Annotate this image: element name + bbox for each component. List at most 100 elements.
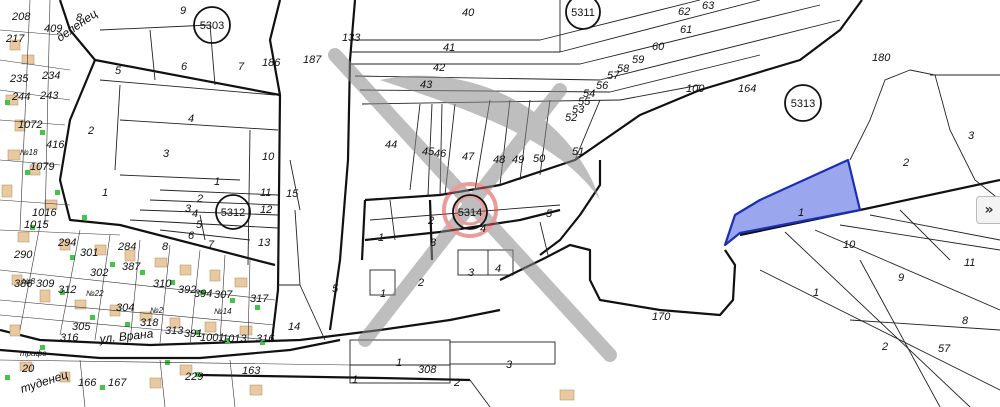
parcel-label: 55 [578,96,591,108]
parcel-label: 62 [678,6,690,18]
parcel-label: 10 [843,239,856,251]
parcel-label: 167 [108,377,127,389]
zone-label-5313: 5313 [791,98,815,110]
parcel-label: 42 [433,62,445,74]
parcel-label: 166 [78,377,97,389]
parcel-label: 310 [153,278,172,290]
parcel-label: 59 [632,54,644,66]
selected-parcel[interactable] [723,158,862,247]
zone-label-5312: 5312 [221,207,245,219]
parcel-label: 309 [36,278,54,290]
house-number-label: №2 [150,306,164,315]
parcel-label: 307 [214,289,233,301]
parcel-label: 1016 [32,207,57,219]
parcel-label: 1 [102,187,108,199]
parcel-label: 294 [57,237,76,249]
parcel-label: 305 [72,321,91,333]
parcel-label: 2 [196,193,203,205]
parcel-label: 2 [902,157,909,169]
parcel-label: 392 [178,284,196,296]
parcel-label: 235 [9,73,29,85]
zone-label-5311: 5311 [571,7,595,19]
parcel-label: 2 [881,341,888,353]
parcel-label: 49 [512,154,524,166]
parcel-label: 3 [163,148,170,160]
parcel-label: 316 [256,333,275,345]
parcel-label: 208 [11,11,31,23]
parcel-label: 1 [352,374,358,386]
parcel-label: 3 [185,203,192,215]
parcel-label: 8 [162,241,169,253]
parcel-label: 11 [260,187,271,199]
parcel-label: 57 [607,70,620,82]
parcel-label: 4 [495,263,501,275]
parcel-label: 163 [242,365,261,377]
parcel-label: 20 [21,363,35,375]
parcel-label: 1 [813,287,819,299]
house-number-label: №18 [20,148,38,157]
parcel-label: 47 [462,151,475,163]
parcel-label: 4 [188,113,194,125]
parcel-label: 133 [342,32,361,44]
parcel-label: 1015 [24,219,49,231]
expand-panel-button[interactable]: » [976,196,1000,224]
parcel-label: 10 [262,151,275,163]
parcel-label: 44 [385,139,397,151]
parcel-label: 58 [617,63,630,75]
parcel-label: 180 [872,52,891,64]
parcel-label: 3 [968,130,975,142]
parcel-label: 3 [468,267,475,279]
parcel-label: 186 [262,57,281,69]
parcel-label: 243 [39,90,59,102]
parcel-labels-left: 9 8 5 6 7 186 4 2 3 10 1 11 15 12 13 14 … [76,5,300,333]
parcel-label: 11 [964,257,975,269]
parcel-label: 63 [702,0,715,12]
parcel-label: 3 [506,359,513,371]
house-number-label: №22 [86,289,104,298]
chevron-double-right-icon: » [984,202,994,218]
parcel-label: 41 [443,42,455,54]
parcel-label: 7 [208,239,215,251]
parcel-label: 15 [286,188,299,200]
parcel-label: 387 [122,261,141,273]
zone-label-5303: 5303 [200,20,224,32]
parcel-label: 284 [117,241,136,253]
parcel-label: 5 [196,219,203,231]
parcel-label: 1079 [30,161,54,173]
parcel-label: 217 [5,33,25,45]
zone-label-5314: 5314 [458,207,482,219]
parcel-label: 12 [260,204,272,216]
parcel-label: 5 [546,208,553,220]
parcel-label: 304 [116,302,134,314]
parcel-label: 1072 [18,119,42,131]
parcel-label: 2 [87,125,94,137]
parcel-label: 54 [583,88,595,100]
parcel-label: 416 [46,139,65,151]
parcel-label: 45 [422,146,435,158]
parcel-label: 1 [378,232,384,244]
parcel-label: 1 [396,357,402,369]
parcel-label: 229 [184,371,203,383]
parcel-label: 9 [180,5,186,17]
parcel-label: 2 [417,277,424,289]
parcel-label: 13 [258,237,271,249]
parcel-label: 4 [480,223,486,235]
parcel-label: 6 [181,61,188,73]
parcel-label: 308 [418,364,437,376]
parcel-label: 43 [420,79,433,91]
parcel-label: 1013 [222,333,247,345]
parcel-label: 3 [430,237,437,249]
house-number-label: №8 [22,277,36,286]
parcel-labels-mid: 2 1 3 5 4 1 2 5 3 4 1 3 1 2 308 170 163 [242,208,671,389]
parcel-label: 312 [58,284,76,296]
parcel-label: 57 [938,343,951,355]
parcel-label: 313 [165,325,184,337]
parcel-label: 53 [572,104,585,116]
parcel-label: 302 [90,267,108,279]
parcel-label: 50 [533,153,546,165]
house-number-label: №14 [214,307,232,316]
parcel-label: 316 [60,332,79,344]
parcel-label: 56 [596,80,609,92]
